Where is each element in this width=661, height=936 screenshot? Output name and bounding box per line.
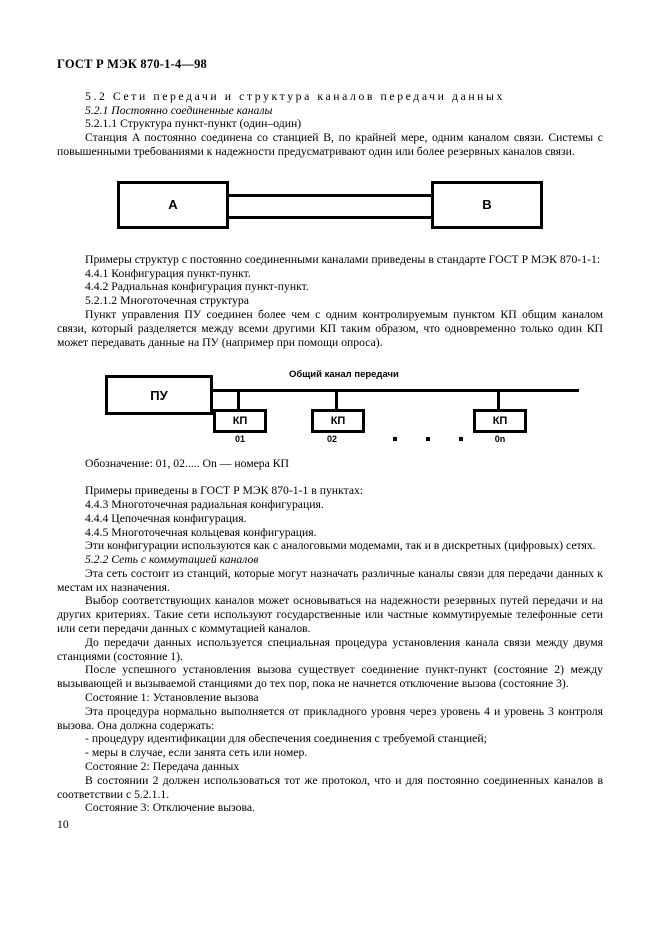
master-station-box: ПУ bbox=[105, 375, 213, 416]
drop-line-2 bbox=[335, 392, 338, 412]
remote-station-box-3: КП bbox=[473, 409, 527, 434]
remote-station-box-1: КП bbox=[213, 409, 267, 434]
state-1-bullet-2: - меры в случае, если занята сеть или но… bbox=[85, 746, 308, 760]
section-heading-5-2-2: 5.2.2 Сеть с коммутацией каналов bbox=[57, 553, 603, 567]
station-a-box: A bbox=[117, 180, 229, 229]
state-2-heading: Состояние 2: Передача данных bbox=[85, 760, 240, 774]
figure-multidrop: ПУ Общий канал передачи КП 01 КП 02 КП bbox=[57, 363, 603, 451]
remote-station-label-3: КП bbox=[492, 415, 508, 428]
paragraph-examples-intro-2: Примеры приведены в ГОСТ Р МЭК 870-1-1 в… bbox=[85, 484, 364, 498]
remote-station-number-1: 01 bbox=[234, 434, 245, 445]
page-content: ГОСТ Р МЭК 870-1-4—98 5.2 Сети передачи … bbox=[57, 57, 603, 815]
section-heading-5-2-text: 5.2 Сети передачи и структура каналов пе… bbox=[85, 89, 505, 103]
standard-header: ГОСТ Р МЭК 870-1-4—98 bbox=[57, 57, 208, 71]
remote-station-label-1: КП bbox=[232, 415, 248, 428]
master-station-label: ПУ bbox=[150, 387, 168, 403]
drop-line-1 bbox=[237, 392, 240, 412]
link-line-bottom bbox=[227, 215, 433, 219]
paragraph-5-2-2-4: После успешного установления вызова суще… bbox=[57, 663, 603, 691]
ellipsis-dots bbox=[393, 437, 463, 442]
page-number: 10 bbox=[57, 818, 69, 831]
bus-line bbox=[213, 389, 579, 393]
section-heading-5-2-1: 5.2.1 Постоянно соединенные каналы bbox=[57, 104, 603, 118]
state-1-bullet-1: - процедуру идентификации для обеспечени… bbox=[85, 732, 487, 746]
remote-station-number-2: 02 bbox=[326, 434, 337, 445]
link-line-top bbox=[227, 193, 433, 197]
drop-line-3 bbox=[497, 392, 500, 412]
bus-label: Общий канал передачи bbox=[289, 369, 399, 381]
list-item-4-4-2: 4.4.2 Радиальная конфигурация пункт-пунк… bbox=[85, 280, 309, 294]
state-2-paragraph: В состоянии 2 должен использоваться тот … bbox=[57, 773, 603, 801]
figure-point-to-point: A B bbox=[57, 175, 603, 239]
paragraph-configs-usage: Эти конфигурации используются как с анал… bbox=[85, 539, 596, 553]
station-a-label: A bbox=[168, 197, 178, 213]
remote-station-number-3: 0n bbox=[494, 434, 506, 445]
state-1-paragraph: Эта процедура нормально выполняется от п… bbox=[57, 704, 603, 732]
ellipsis-dot-1 bbox=[393, 437, 397, 442]
state-1-heading: Состояние 1: Установление вызова bbox=[85, 691, 259, 705]
section-heading-5-2-1-2: 5.2.1.2 Многоточечная структура bbox=[85, 294, 249, 308]
station-b-label: B bbox=[482, 197, 492, 213]
paragraph-5-2-1-1: Станция A постоянно соединена со станцие… bbox=[57, 131, 603, 158]
station-b-box: B bbox=[431, 180, 543, 229]
paragraph-5-2-2-3: До передачи данных используется специаль… bbox=[57, 635, 603, 663]
list-item-4-4-5: 4.4.5 Многоточечная кольцевая конфигурац… bbox=[85, 525, 317, 539]
section-heading-5-2: 5.2 Сети передачи и структура каналов пе… bbox=[57, 90, 603, 104]
list-item-4-4-4: 4.4.4 Цепочечная конфигурация. bbox=[85, 511, 247, 525]
list-item-4-4-1: 4.4.1 Конфигурация пункт-пункт. bbox=[85, 266, 251, 280]
paragraph-5-2-1-2: Пункт управления ПУ соединен более чем с… bbox=[57, 307, 603, 349]
section-heading-5-2-1-text: 5.2.1 Постоянно соединенные каналы bbox=[85, 103, 273, 117]
ellipsis-dot-2 bbox=[426, 437, 430, 442]
remote-station-box-2: КП bbox=[311, 409, 365, 434]
state-3-heading: Состояние 3: Отключение вызова. bbox=[85, 801, 255, 815]
paragraph-5-2-2-2: Выбор соответствующих каналов может осно… bbox=[57, 594, 603, 636]
paragraph-5-2-2-1: Эта сеть состоит из станций, которые мог… bbox=[57, 566, 603, 594]
section-heading-5-2-1-1: 5.2.1.1 Структура пункт-пункт (один–один… bbox=[85, 117, 302, 131]
ellipsis-dot-3 bbox=[459, 437, 463, 442]
figure-designation-note: Обозначение: 01, 02..... On — номера КП bbox=[85, 457, 289, 471]
list-item-4-4-3: 4.4.3 Многоточечная радиальная конфигура… bbox=[85, 497, 324, 511]
paragraph-examples-intro: Примеры структур с постоянно соединенным… bbox=[85, 252, 601, 266]
section-heading-5-2-2-text: 5.2.2 Сеть с коммутацией каналов bbox=[85, 553, 259, 567]
remote-station-label-2: КП bbox=[330, 415, 346, 428]
